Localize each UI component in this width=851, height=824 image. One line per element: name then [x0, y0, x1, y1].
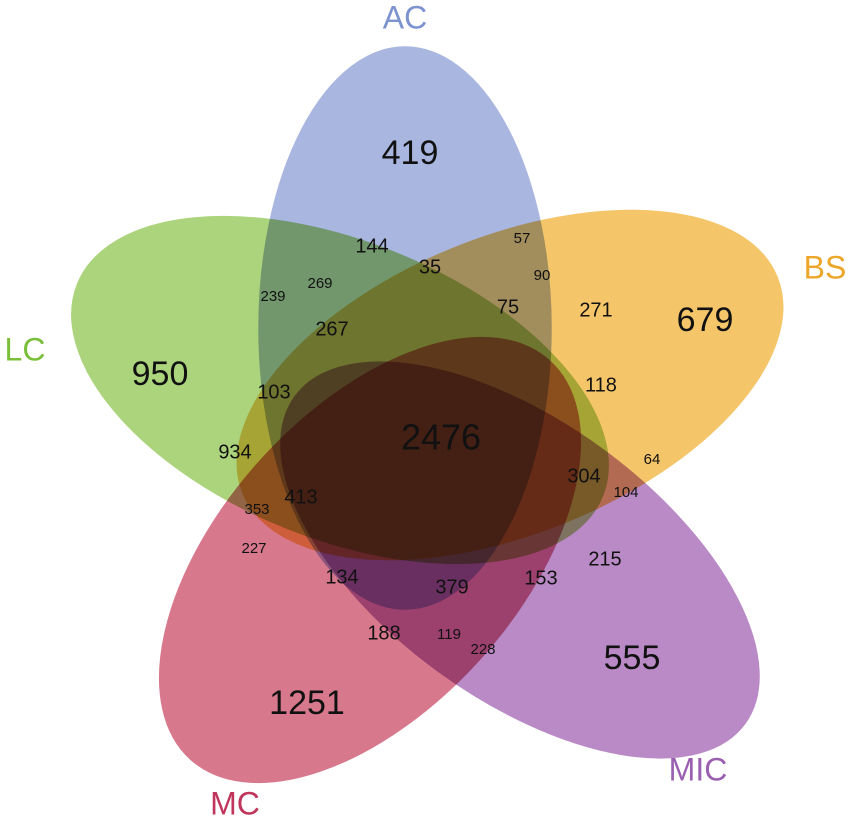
- set-labels: AC BS MIC MC LC: [5, 0, 847, 821]
- count-215: 215: [588, 548, 621, 570]
- count-all-sets: 2476: [401, 417, 481, 458]
- count-353: 353: [244, 501, 269, 518]
- count-lc-only: 950: [132, 355, 189, 393]
- set-label-ac: AC: [383, 0, 427, 35]
- count-90: 90: [534, 267, 551, 284]
- set-label-mic: MIC: [669, 751, 728, 787]
- count-134: 134: [325, 566, 358, 588]
- count-269: 269: [307, 275, 332, 292]
- count-934: 934: [218, 441, 251, 463]
- count-188: 188: [367, 622, 400, 644]
- count-379: 379: [435, 576, 468, 598]
- count-57: 57: [514, 230, 531, 247]
- count-104: 104: [613, 484, 638, 501]
- count-228: 228: [470, 641, 495, 658]
- petal-lc: [68, 213, 612, 567]
- count-118: 118: [585, 374, 617, 396]
- count-mic-only: 555: [604, 639, 661, 677]
- count-267: 267: [315, 318, 348, 340]
- count-mc-only: 1251: [269, 684, 345, 722]
- count-bs-only: 679: [677, 301, 734, 339]
- count-413: 413: [284, 486, 317, 508]
- set-label-mc: MC: [210, 785, 260, 821]
- count-64: 64: [644, 451, 661, 468]
- count-75: 75: [497, 296, 519, 318]
- count-304: 304: [567, 465, 600, 487]
- set-label-bs: BS: [804, 249, 847, 285]
- region-counts: 419 679 555 1251 950 2476 144 57 35 90 2…: [132, 134, 734, 722]
- count-227: 227: [241, 540, 266, 557]
- set-label-lc: LC: [5, 331, 46, 367]
- count-239: 239: [260, 288, 285, 305]
- count-119: 119: [437, 626, 461, 643]
- petals: [68, 43, 786, 786]
- count-103: 103: [257, 381, 290, 403]
- count-271: 271: [579, 299, 612, 321]
- count-ac-only: 419: [382, 134, 439, 172]
- count-144: 144: [355, 235, 388, 257]
- count-153: 153: [524, 567, 557, 589]
- count-35: 35: [419, 256, 441, 278]
